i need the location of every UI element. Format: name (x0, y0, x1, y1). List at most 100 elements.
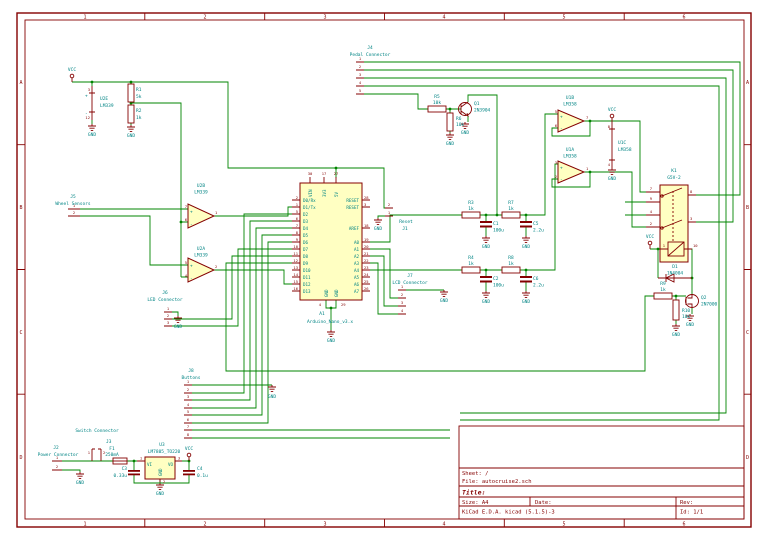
opamp-minus: - (190, 223, 193, 228)
component-q2[interactable]: Q2 2N7000 (685, 294, 718, 308)
title-block-file: File: autocruise2.sch (462, 479, 532, 485)
connector-j1[interactable]: 2 1 Reset J1 (385, 202, 413, 232)
connector-j4[interactable]: 1 2 3 4 5 J4 Pedal Connector (350, 45, 391, 95)
component-r5[interactable]: R5 10k (427, 94, 447, 113)
component-c6[interactable]: C6 2.2u (520, 276, 544, 289)
component-u2b[interactable]: + - 7 6 1 U2B LM339 (185, 183, 218, 229)
gnd-label: GND (672, 332, 680, 338)
gnd-symbol[interactable] (607, 167, 617, 175)
vcc-label: VCC (68, 67, 76, 73)
part-value: Power Connector (38, 452, 79, 458)
wires (62, 61, 741, 484)
pin-number: 6 (555, 123, 558, 128)
opamp-minus: - (85, 112, 88, 117)
connector-j6[interactable]: 1 2 3 J6 LED Connector (147, 290, 183, 327)
pin-name: A3 (354, 261, 360, 266)
part-value: 0.1u (197, 473, 208, 479)
wire[interactable] (214, 206, 292, 285)
gnd-symbol[interactable] (439, 289, 449, 297)
junction-dot (495, 213, 499, 217)
connector-j8[interactable]: 1 2 3 4 5 6 7 8 J8 Buttons (182, 368, 201, 439)
component-c3[interactable]: C3 0.33u (113, 466, 140, 479)
gnd-symbol[interactable] (481, 290, 491, 298)
frame-col-label: 5 (562, 522, 565, 528)
part-ref: R5 (434, 94, 440, 100)
frame-col-label: 2 (203, 15, 206, 21)
component-k1-relay[interactable]: 7 9 4 2 8 3 1 10 K1 G5V-2 (646, 168, 698, 263)
component-r2[interactable]: R2 1k (127, 104, 142, 124)
pin-number: 2 (163, 479, 165, 484)
component-r10[interactable]: R10 10k (672, 299, 690, 321)
component-c1[interactable]: C1 100u (480, 221, 504, 234)
wire[interactable] (172, 213, 654, 439)
vcc-symbol[interactable] (647, 240, 653, 250)
component-u2e[interactable]: 3 12 + - U2E LM339 (85, 86, 114, 120)
title-block-sheet: Sheet: / (462, 471, 489, 477)
pin-number: 7 (296, 223, 298, 228)
gnd-symbol[interactable] (87, 123, 97, 131)
pin-number: 26 (364, 286, 369, 291)
gnd-symbol[interactable] (126, 124, 136, 132)
component-c4[interactable]: C4 0.1u (183, 466, 208, 479)
vcc-symbol[interactable] (69, 73, 75, 83)
pin-number: 8 (608, 124, 611, 129)
component-u2a[interactable]: + - 5 4 2 U2A LM339 (185, 246, 218, 283)
component-c5[interactable]: C5 2.2u (520, 221, 544, 234)
junction-dot (179, 220, 183, 224)
component-q1[interactable]: Q1 2N3904 (458, 101, 491, 118)
pin-number: 4 (319, 302, 322, 307)
pin-number: 10 (293, 244, 298, 249)
part-ref: U1A (566, 147, 574, 153)
pin-number: 12 (85, 115, 90, 120)
part-value: 1k (508, 206, 514, 212)
pin-number: 6 (187, 417, 190, 422)
pin-number: 1 (167, 306, 170, 311)
gnd-symbol[interactable] (671, 323, 681, 331)
component-f1[interactable]: F1 250mA (105, 446, 128, 465)
component-a1-arduino[interactable]: 30 17 27 VIN 3V3 5V 2D0/Rx 1D1/Tx 5D2 6D… (292, 171, 370, 325)
gnd-symbol[interactable] (521, 235, 531, 243)
gnd-symbol[interactable] (267, 384, 277, 392)
component-u3-regulator[interactable]: VI VO GND 1 3 2 U3 LM7805_TO220 (137, 442, 182, 484)
frame-col-label: 2 (203, 522, 206, 528)
pin-name: D11 (303, 275, 311, 280)
connector-j5[interactable]: 1 2 J5 Wheel Sensors (55, 194, 91, 217)
pin-number: 12 (293, 258, 298, 263)
title-block-title: Title: (462, 489, 485, 497)
gnd-symbol[interactable] (75, 471, 85, 479)
component-u1a[interactable]: + - 3 2 1 U1A LM358 (555, 147, 589, 184)
pin-name: D10 (303, 268, 311, 273)
gnd-symbol[interactable] (481, 235, 491, 243)
pin-number: 2 (56, 464, 58, 469)
component-r1[interactable]: R1 5k (127, 83, 142, 103)
component-d1[interactable]: D1 1N4004 (658, 264, 692, 283)
pin-name: A0 (354, 240, 360, 245)
component-r3[interactable]: R3 1k (461, 200, 481, 219)
wire[interactable] (551, 120, 646, 228)
component-r6[interactable]: R6 10k (446, 112, 464, 132)
vcc-symbol[interactable] (186, 452, 192, 462)
component-r9[interactable]: R9 1k (653, 281, 673, 300)
connector-j3[interactable]: 1 2 Switch Connector J3 (75, 428, 119, 461)
pin-number: 4 (650, 209, 653, 214)
component-r4[interactable]: R4 1k (461, 255, 481, 274)
component-r7[interactable]: R7 1k (501, 200, 521, 219)
gnd-symbol[interactable] (445, 132, 455, 140)
wire[interactable] (364, 61, 741, 421)
gnd-symbol[interactable] (373, 217, 383, 225)
wire[interactable] (80, 102, 188, 278)
part-ref: J7 (407, 273, 413, 279)
connector-j7[interactable]: 1 2 3 4 J7 LCD Connector (392, 273, 428, 315)
component-r8[interactable]: R8 1k (501, 255, 521, 274)
junction-dot (484, 213, 488, 217)
component-c2[interactable]: C2 100u (480, 276, 504, 289)
component-u1b[interactable]: + - 5 6 7 U1B LM358 (555, 95, 589, 133)
part-value: 1k (468, 206, 474, 212)
gnd-symbol[interactable] (326, 329, 336, 337)
component-u1c[interactable]: 8 4 U1C LM358 (608, 122, 632, 168)
gnd-symbol[interactable] (521, 290, 531, 298)
wire[interactable] (480, 113, 558, 291)
connector-j2[interactable]: 1 2 J2 Power Connector (38, 445, 79, 471)
pin-number: 24 (364, 272, 369, 277)
